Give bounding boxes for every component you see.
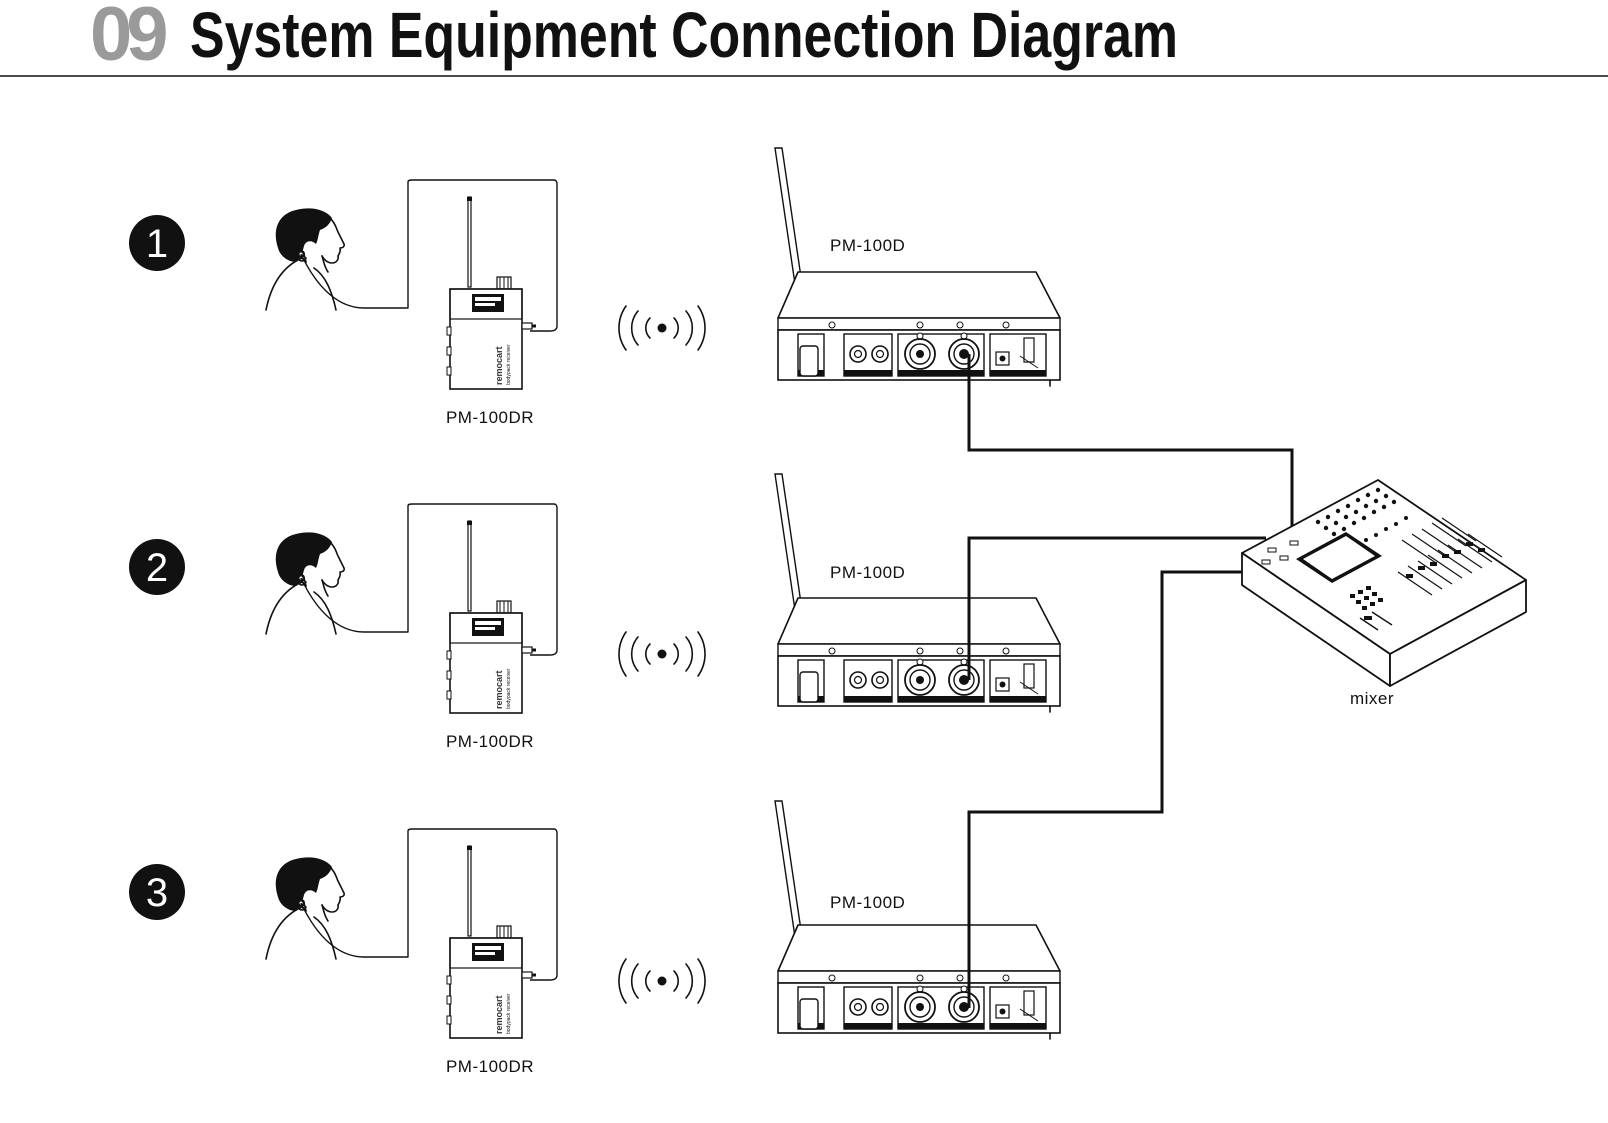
bodypack-receiver-icon [446, 520, 537, 714]
step-number-1: 1 [146, 222, 168, 266]
earphone-cable [300, 179, 558, 332]
earphone-cable [300, 828, 558, 981]
channel-1: 1 PM-100DR PM-100D [129, 147, 1061, 427]
mixer-label: mixer [1350, 689, 1394, 708]
person-with-earphone-icon [265, 207, 345, 311]
rack-transmitter-icon [777, 924, 1061, 1040]
wireless-signal-icon [618, 631, 706, 677]
transmitter-label-3: PM-100D [830, 893, 905, 912]
channel-2: 2 PM-100DR PM-100D [129, 473, 1061, 751]
step-number-2: 2 [146, 546, 168, 590]
person-with-earphone-icon [265, 856, 345, 960]
mixer-cables [959, 349, 1294, 1012]
step-badge-3 [129, 864, 185, 920]
wireless-signal-icon [618, 958, 706, 1004]
channel-3: 3 PM-100DR PM-100D [129, 800, 1061, 1076]
cable-3 [967, 570, 1244, 1008]
transmitter-label-1: PM-100D [830, 236, 905, 255]
rack-transmitter-icon [777, 597, 1061, 713]
step-badge-2 [129, 539, 185, 595]
step-badge-1 [129, 215, 185, 271]
bodypack-receiver-icon [446, 845, 537, 1039]
bodypack-receiver-icon [446, 196, 537, 390]
mixer-console-icon [1241, 479, 1527, 687]
wireless-signal-icon [618, 305, 706, 351]
transmitter-label-2: PM-100D [830, 563, 905, 582]
person-with-earphone-icon [265, 531, 345, 635]
rack-transmitter-icon [777, 271, 1061, 387]
cable-1 [967, 354, 1294, 535]
receiver-label-2: PM-100DR [446, 732, 534, 751]
earphone-cable [300, 503, 558, 656]
page-title: System Equipment Connection Diagram [190, 0, 1178, 71]
receiver-label-1: PM-100DR [446, 408, 534, 427]
step-number-3: 3 [146, 871, 168, 915]
section-number: 09 [90, 0, 166, 77]
receiver-label-3: PM-100DR [446, 1057, 534, 1076]
cable-2 [967, 536, 1266, 680]
